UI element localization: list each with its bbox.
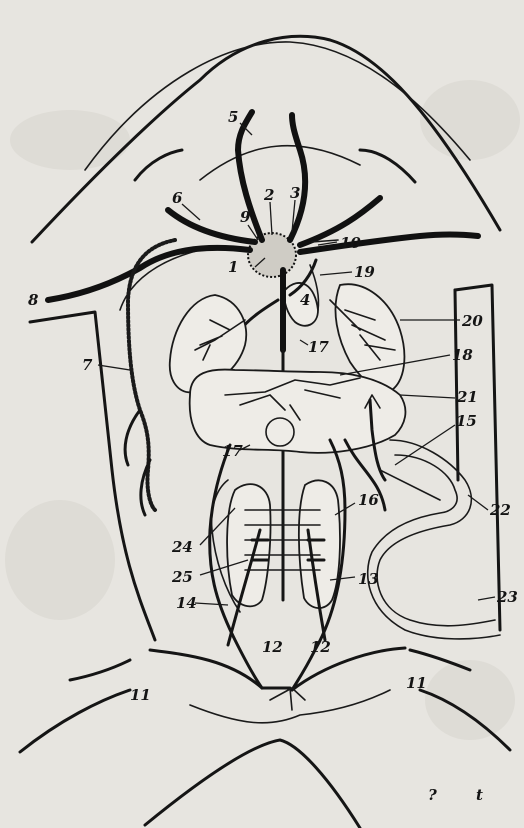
label-1: 1 xyxy=(228,258,238,276)
label-18: 18 xyxy=(452,346,473,364)
label-12-left: 12 xyxy=(262,638,283,656)
label-17-lower: 17 xyxy=(222,442,243,460)
label-11-right: 11 xyxy=(406,674,427,692)
kidneys xyxy=(212,480,340,612)
label-25: 25 xyxy=(171,568,193,586)
label-6: 6 xyxy=(172,189,183,207)
label-3: 3 xyxy=(290,184,300,202)
label-17-upper: 17 xyxy=(308,338,329,356)
label-24: 24 xyxy=(171,538,193,556)
label-10: 10 xyxy=(340,234,361,252)
label-13: 13 xyxy=(358,570,379,588)
label-16: 16 xyxy=(358,491,379,509)
label-15: 15 xyxy=(456,412,477,430)
label-21: 21 xyxy=(456,388,478,406)
label-23: 23 xyxy=(496,588,518,606)
label-5: 5 xyxy=(228,108,238,126)
label-20: 20 xyxy=(461,312,483,330)
intestine xyxy=(368,440,500,639)
label-14: 14 xyxy=(176,594,197,612)
corner-mark-t: t xyxy=(476,786,483,804)
label-9: 9 xyxy=(240,208,251,226)
label-12-right: 12 xyxy=(310,638,331,656)
label-8: 8 xyxy=(28,291,39,309)
label-4: 4 xyxy=(300,291,310,309)
label-11-left: 11 xyxy=(130,686,151,704)
label-7: 7 xyxy=(82,356,93,374)
label-22: 22 xyxy=(489,501,511,519)
corner-mark-question: ? xyxy=(428,786,437,804)
label-19: 19 xyxy=(354,263,375,281)
label-2: 2 xyxy=(263,186,274,204)
